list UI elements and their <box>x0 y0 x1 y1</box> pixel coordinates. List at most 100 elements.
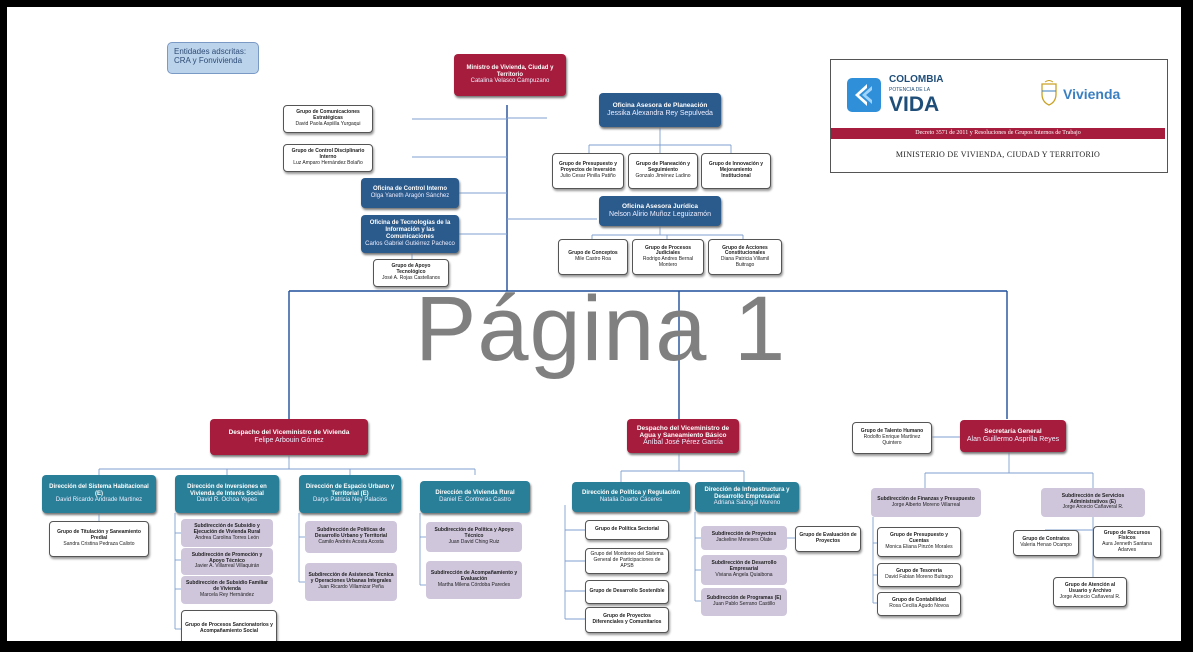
node-sub-servicios[interactable]: Subdirección de Servicios Administrativo… <box>1041 488 1145 517</box>
node-sub-promocion[interactable]: Subdirección de Promoción y Apoyo Técnic… <box>181 548 273 575</box>
coat-of-arms-icon <box>1041 80 1057 106</box>
node-name: Alan Guillermo Asprilla Reyes <box>966 435 1060 443</box>
node-sub-acompanamiento[interactable]: Subdirección de Acompañamiento y Evaluac… <box>426 561 522 599</box>
node-name: Carlos Gabriel Gutiérrez Pacheco <box>365 240 455 247</box>
node-presupuesto-cuentas[interactable]: Grupo de Presupuesto y Cuentas Monica El… <box>877 527 961 557</box>
node-procesos-judiciales[interactable]: Grupo de Procesos Judiciales Rodrigo And… <box>632 239 704 275</box>
node-sub-asistencia-tecnica[interactable]: Subdirección de Asistencia Técnica y Ope… <box>305 563 397 601</box>
node-control-interno[interactable]: Oficina de Control Interno Olga Yaneth A… <box>361 178 459 208</box>
node-title: Grupo de Tesorería <box>896 568 942 575</box>
node-planeacion-seguimiento[interactable]: Grupo de Planeación y Seguimiento Gonzal… <box>628 153 698 189</box>
node-title: Subdirección de Proyectos <box>711 531 777 538</box>
node-name: Luz Amparo Hernández Bolaño <box>293 159 363 166</box>
node-secretaria[interactable]: Secretaría General Alan Guillermo Aspril… <box>960 420 1066 452</box>
node-evaluacion-proyectos[interactable]: Grupo de Evaluación de Proyectos <box>795 526 861 552</box>
node-name: Mile Castro Roa <box>575 256 611 262</box>
node-name: David Fabian Moreno Buitrago <box>885 574 953 580</box>
node-sub-finanzas[interactable]: Subdirección de Finanzas y Presupuesto J… <box>871 488 981 517</box>
node-name: Rosa Cecilia Agudo Novoa <box>889 603 949 609</box>
node-name: Rodrigo Andres Bernal Montero <box>642 256 694 268</box>
node-proyectos-diferenciales[interactable]: Grupo de Proyectos Diferenciales y Comun… <box>585 607 669 633</box>
node-title: Grupo de Evaluación de Proyectos <box>799 532 857 544</box>
node-tesoreria[interactable]: Grupo de Tesorería David Fabian Moreno B… <box>877 563 961 587</box>
node-title: Subdirección de Política y Apoyo Técnico <box>434 527 514 540</box>
node-title: Dirección de Vivienda Rural <box>435 490 515 497</box>
node-espacio-urbano[interactable]: Dirección de Espacio Urbano y Territoria… <box>299 475 401 513</box>
entidades-line2: CRA y Fonvivienda <box>174 56 243 66</box>
node-title: Subdirección de Acompañamiento y Evaluac… <box>430 570 518 583</box>
node-title: Dirección del Sistema Habitacional (E) <box>49 483 149 497</box>
node-juridica[interactable]: Oficina Asesora Jurídica Nelson Alirio M… <box>599 196 721 226</box>
node-politica-sectorial[interactable]: Grupo de Política Sectorial <box>585 520 669 540</box>
node-sub-subsidio-ejecucion[interactable]: Subdirección de Subsidio y Ejecución de … <box>181 519 273 547</box>
node-sub-desarrollo-empresarial[interactable]: Subdirección de Desarrollo Empresarial V… <box>701 555 787 585</box>
node-name: Gonzalo Jiménez Ladino <box>635 172 691 179</box>
node-title: Grupo de Comunicaciones Estratégicas <box>296 109 360 122</box>
node-sistema-habitacional[interactable]: Dirección del Sistema Habitacional (E) D… <box>42 475 156 513</box>
node-title: Grupo de Política Sectorial <box>595 526 659 533</box>
entidades-adscritas-note: Entidades adscritas: CRA y Fonvivienda <box>167 42 259 74</box>
node-politica-regulacion[interactable]: Dirección de Política y Regulación Natal… <box>572 482 690 512</box>
logo-colombia-text: COLOMBIA <box>889 74 944 85</box>
colombia-vida-logo-icon <box>847 78 881 112</box>
node-planeacion[interactable]: Oficina Asesora de Planeación Jessika Al… <box>599 93 721 127</box>
node-title: Grupo de Contabilidad <box>892 597 946 604</box>
node-vivienda-rural[interactable]: Dirección de Vivienda Rural Daniel E. Co… <box>420 481 530 513</box>
node-recursos-fisicos[interactable]: Grupo de Recursos Físicos Aura Jenneth S… <box>1093 526 1161 558</box>
node-name: Viviana Angela Quiaibona <box>715 571 773 578</box>
node-name: Diana Patricia Villamil Buitrago <box>720 256 770 268</box>
node-ministro[interactable]: Ministro de Vivienda, Ciudad y Territori… <box>454 54 566 96</box>
node-sub-subsidio-familiar[interactable]: Subdirección de Subsidio Familiar de Viv… <box>181 576 273 604</box>
node-name: Nelson Alirio Muñoz Leguizamón <box>609 210 711 218</box>
node-infraestructura[interactable]: Dirección de Infraestructura y Desarroll… <box>695 482 799 512</box>
node-name: Felipe Arbouin Gómez <box>254 436 324 444</box>
page-watermark: Página 1 <box>415 278 787 380</box>
node-procesos-sancionatorios[interactable]: Grupo de Procesos Sancionatorios y Acomp… <box>181 610 277 641</box>
node-title: Grupo de Desarrollo Sostenible <box>589 588 665 595</box>
ministerio-name: MINISTERIO DE VIVIENDA, CIUDAD Y TERRITO… <box>895 150 1101 159</box>
node-title: Grupo de Conceptos <box>568 250 618 257</box>
node-name: José A. Rojas Castellanos <box>381 274 441 281</box>
node-name: Juan Pablo Serrano Castillo <box>713 601 775 607</box>
node-name: Jessika Alexandra Rey Sepulveda <box>607 109 713 117</box>
node-atencion-usuario[interactable]: Grupo de Atención al Usuario y Archivo J… <box>1053 577 1127 607</box>
node-acciones-constitucionales[interactable]: Grupo de Acciones Constitucionales Diana… <box>708 239 782 275</box>
node-name: Valeria Henao Ocampo <box>1020 542 1072 548</box>
node-monitoreo-sgp[interactable]: Grupo del Monitoreo del Sistema General … <box>585 548 669 574</box>
node-vice-vivienda[interactable]: Despacho del Viceministro de Vivienda Fe… <box>210 419 368 455</box>
node-title: Subdirección de Servicios Administrativo… <box>1061 492 1125 505</box>
node-contabilidad[interactable]: Grupo de Contabilidad Rosa Cecilia Agudo… <box>877 592 961 616</box>
node-apoyo-tecnologico[interactable]: Grupo de Apoyo Tecnológico José A. Rojas… <box>373 259 449 287</box>
node-comunicaciones[interactable]: Grupo de Comunicaciones Estratégicas Dav… <box>283 105 373 133</box>
node-sub-programas[interactable]: Subdirección de Programas (E) Juan Pablo… <box>701 588 787 616</box>
node-name: Marcela Rey Hernández <box>200 591 254 598</box>
node-title: Grupo de Planeación y Seguimiento <box>635 161 691 174</box>
node-inversiones[interactable]: Dirección de Inversiones en Vivienda de … <box>175 475 279 513</box>
ministry-logo-panel: COLOMBIA POTENCIA DE LA VIDA Vivienda De… <box>830 59 1168 173</box>
node-control-disciplinario[interactable]: Grupo de Control Disciplinario Interno L… <box>283 144 373 172</box>
node-contratos[interactable]: Grupo de Contratos Valeria Henao Ocampo <box>1013 530 1079 556</box>
node-name: Darys Patricia Ney Palacios <box>312 497 388 504</box>
node-desarrollo-sostenible[interactable]: Grupo de Desarrollo Sostenible <box>585 580 669 604</box>
node-talento-humano[interactable]: Grupo de Talento Humano Rodolfo Enrique … <box>852 422 932 454</box>
node-presupuesto-proyectos[interactable]: Grupo de Presupuesto y Proyectos de Inve… <box>552 153 624 189</box>
node-sub-politica-apoyo[interactable]: Subdirección de Política y Apoyo Técnico… <box>426 522 522 552</box>
node-name: Jorge Arcecio Cañaveral R. <box>1059 593 1121 600</box>
node-name: David Ricardo Andrade Martinez <box>55 497 143 504</box>
node-sub-politicas-urbano[interactable]: Subdirección de Políticas de Desarrollo … <box>305 521 397 553</box>
node-sub-proyectos[interactable]: Subdirección de Proyectos Jackeline Mene… <box>701 526 787 550</box>
node-title: Grupo de Presupuesto y Proyectos de Inve… <box>558 161 618 174</box>
node-name: Adriana Sabogal Moreno <box>713 500 781 507</box>
node-vice-agua[interactable]: Despacho del Viceministro de Agua y Sane… <box>627 419 739 453</box>
node-innovacion[interactable]: Grupo de Innovación y Mejoramiento Insti… <box>701 153 771 189</box>
node-tic[interactable]: Oficina de Tecnologías de la Información… <box>361 215 459 253</box>
node-conceptos[interactable]: Grupo de Conceptos Mile Castro Roa <box>558 239 628 275</box>
node-name: Natalia Duarte Cáceres <box>599 497 663 503</box>
node-name: Javier A. Villarreal Villaquirán <box>194 563 260 570</box>
node-name: Catalina Velasco Campuzano <box>470 78 550 85</box>
node-titulacion[interactable]: Grupo de Titulación y Saneamiento Predia… <box>49 521 149 557</box>
node-title: Dirección de Infraestructura y Desarroll… <box>704 486 790 500</box>
logo-vivienda-text: Vivienda <box>1063 86 1121 102</box>
node-name: Monica Eliana Pinzón Morales <box>885 543 953 550</box>
node-title: Grupo de Presupuesto y Cuentas <box>889 532 949 545</box>
